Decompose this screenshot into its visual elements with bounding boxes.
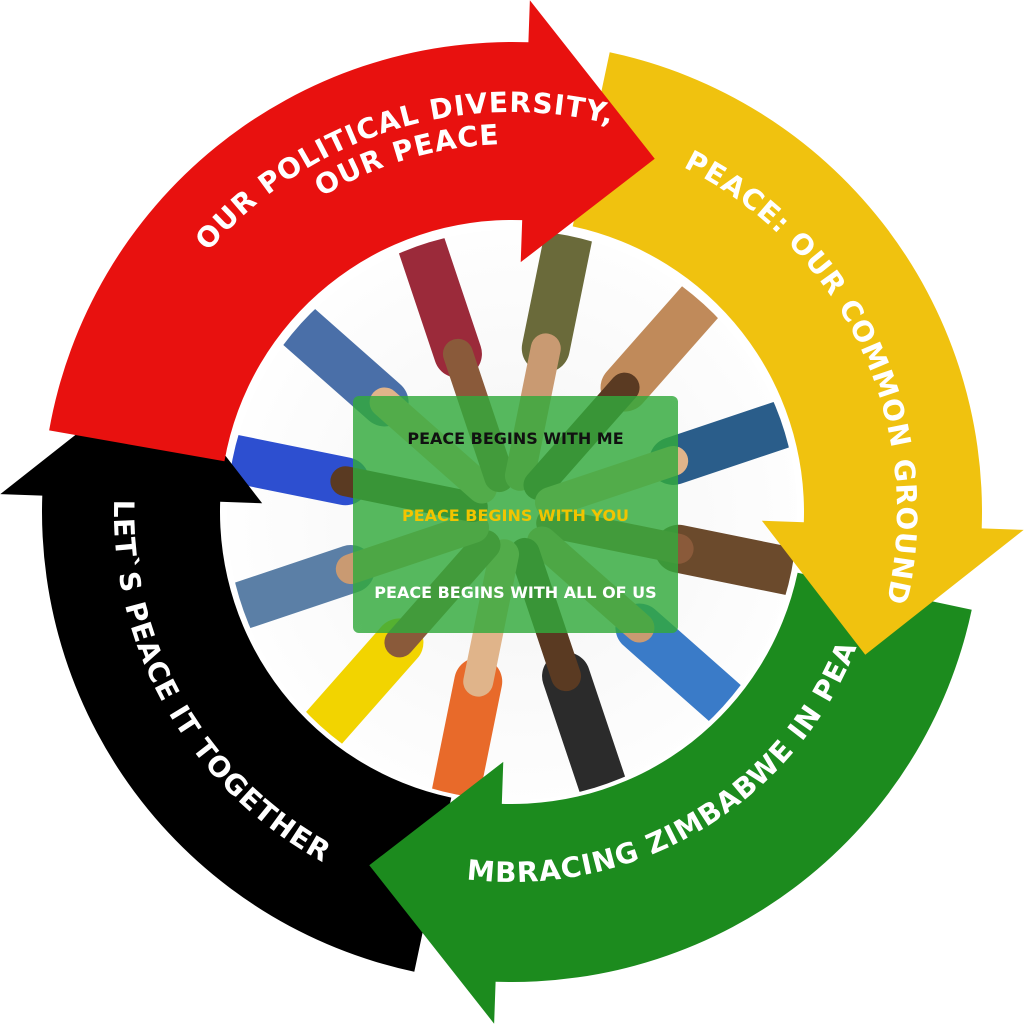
red-arrow [49, 0, 655, 462]
arm-sleeve [289, 618, 424, 764]
arm-sleeve [227, 545, 375, 635]
arm-sleeve [600, 266, 735, 412]
arm-sleeve [227, 431, 370, 506]
arm-sleeve [428, 657, 503, 800]
arm-sleeve [521, 230, 596, 373]
arm-sleeve [392, 230, 482, 378]
arm-sleeve [542, 652, 632, 800]
message-line-me: PEACE BEGINS WITH ME [407, 429, 624, 448]
yellow-arrow [572, 52, 1024, 655]
arm-sleeve [263, 292, 409, 427]
arm-sleeve [615, 603, 761, 738]
message-line-all: PEACE BEGINS WITH ALL OF US [374, 583, 657, 602]
center-message-box: PEACE BEGINS WITH ME PEACE BEGINS WITH Y… [353, 396, 678, 633]
black-arrow [0, 369, 452, 972]
arm-sleeve [649, 395, 797, 485]
arm-sleeve [654, 524, 797, 599]
green-arrow [369, 572, 972, 1024]
message-line-you: PEACE BEGINS WITH YOU [401, 506, 630, 525]
